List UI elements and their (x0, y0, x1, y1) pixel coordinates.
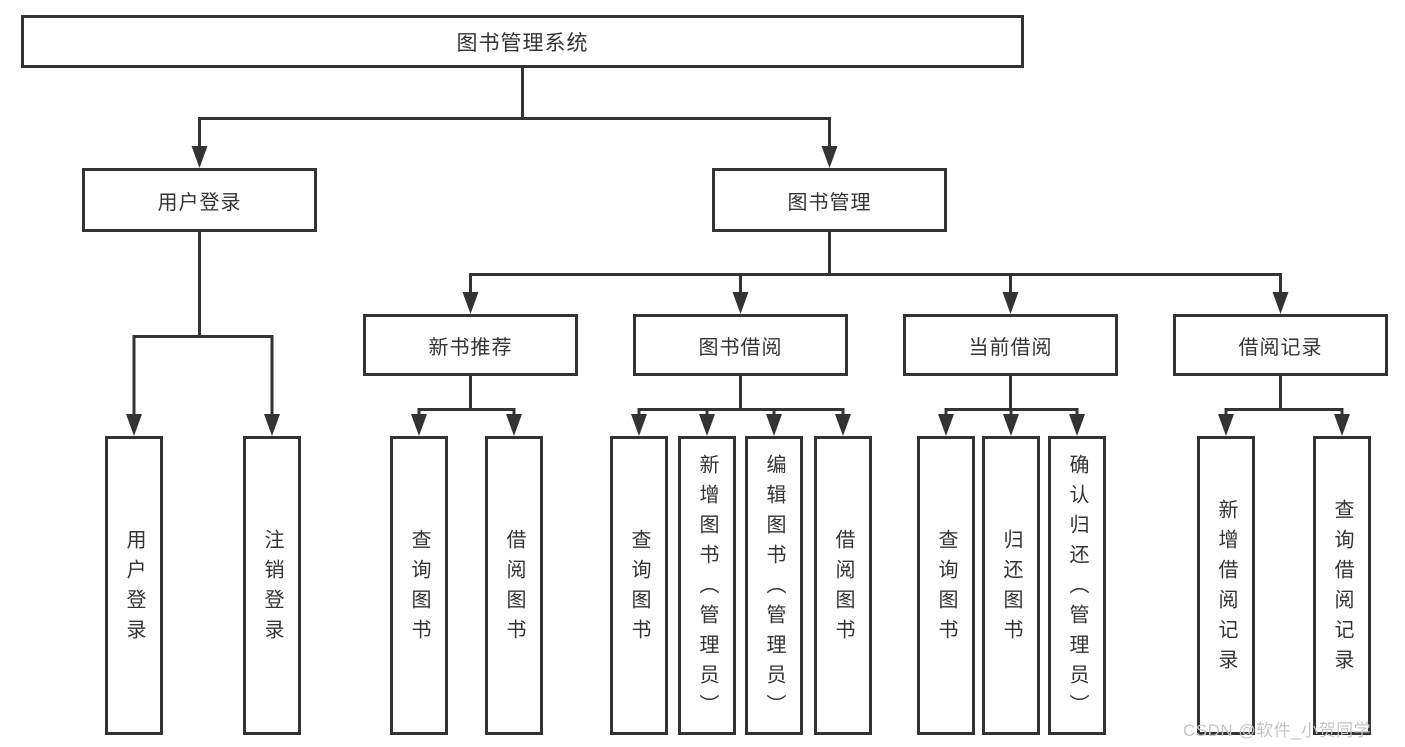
leaf-borrow-books-1: 借阅图书 (485, 436, 543, 735)
leaf-logout: 注销登录 (243, 436, 301, 735)
leaf-query-books-1: 查询图书 (390, 436, 448, 735)
leaf-label: 编辑图书（管理员） (763, 453, 785, 724)
node-book-borrow: 图书借阅 (633, 314, 848, 376)
leaf-label: 查询图书 (408, 528, 430, 649)
node-book-management-label: 图书管理 (787, 191, 872, 214)
leaf-query-books-3: 查询图书 (917, 436, 975, 735)
node-book-borrow-label: 图书借阅 (698, 336, 783, 359)
leaf-label: 用户登录 (123, 528, 145, 649)
leaf-label: 新增图书（管理员） (696, 453, 718, 724)
leaf-label: 查询图书 (628, 528, 650, 649)
node-borrow-records-label: 借阅记录 (1238, 336, 1323, 359)
node-current-borrow: 当前借阅 (903, 314, 1118, 376)
node-user-login: 用户登录 (82, 168, 317, 232)
leaf-borrow-books-2: 借阅图书 (814, 436, 872, 735)
leaf-return-book: 归还图书 (982, 436, 1040, 735)
csdn-watermark: CSDN @软件_小贺同学 (1183, 721, 1372, 740)
leaf-edit-book-admin: 编辑图书（管理员） (745, 436, 803, 735)
leaf-user-login: 用户登录 (105, 436, 163, 735)
node-new-book-recommend: 新书推荐 (363, 314, 578, 376)
leaf-label: 查询图书 (935, 528, 957, 649)
leaf-label: 借阅图书 (503, 528, 525, 649)
leaf-query-borrow-record: 查询借阅记录 (1313, 436, 1371, 735)
leaf-label: 确认归还（管理员） (1066, 453, 1088, 724)
leaf-label: 借阅图书 (832, 528, 854, 649)
node-user-login-label: 用户登录 (157, 191, 242, 214)
arrowhead-icons (126, 146, 1350, 436)
leaf-label: 注销登录 (261, 528, 283, 649)
node-root: 图书管理系统 (21, 15, 1024, 68)
leaf-label: 查询借阅记录 (1331, 498, 1353, 679)
node-new-book-recommend-label: 新书推荐 (428, 336, 513, 359)
node-current-borrow-label: 当前借阅 (968, 336, 1053, 359)
node-root-label: 图书管理系统 (456, 31, 589, 55)
leaf-confirm-return-admin: 确认归还（管理员） (1048, 436, 1106, 735)
leaf-add-book-admin: 新增图书（管理员） (678, 436, 736, 735)
node-borrow-records: 借阅记录 (1173, 314, 1388, 376)
node-book-management: 图书管理 (712, 168, 947, 232)
leaf-label: 新增借阅记录 (1215, 498, 1237, 679)
leaf-label: 归还图书 (1000, 528, 1022, 649)
leaf-query-books-2: 查询图书 (610, 436, 668, 735)
leaf-add-borrow-record: 新增借阅记录 (1197, 436, 1255, 735)
